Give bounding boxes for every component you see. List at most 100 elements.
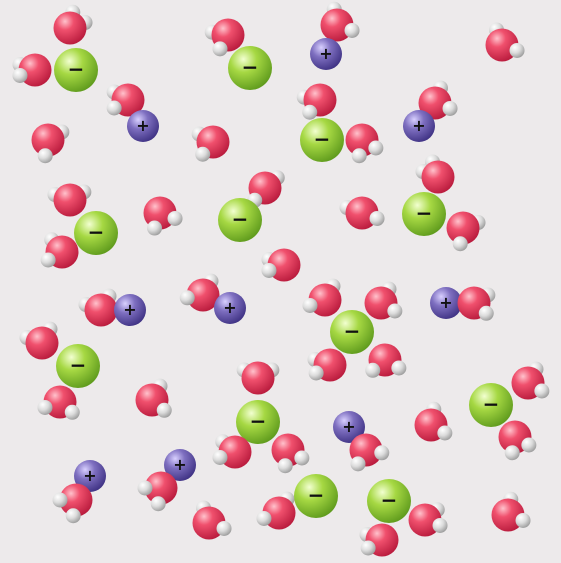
water-molecule [359,523,399,557]
anion-sphere: − [56,344,100,388]
cation-sphere: + [114,294,146,326]
anion-ball [74,211,118,255]
water-molecule [143,196,183,236]
plus-sign: + [123,300,136,319]
water-molecule [192,500,232,540]
hydrogen-atom [137,480,153,496]
water-molecule [247,170,285,208]
oxygen-atom [59,483,93,517]
water-molecule [485,22,525,62]
plus-sign: + [173,455,186,474]
anion-sphere: − [300,118,344,162]
water-molecule [191,125,230,162]
hydrogen-atom [277,458,293,474]
minus-sign: − [344,319,361,343]
cation-sphere: + [164,449,196,481]
plus-sign: + [342,417,355,436]
hydrogen-atom [256,510,272,526]
hydrogen-atom [504,445,520,461]
hydrogen-atom [308,365,324,381]
hydrogen-atom [534,383,550,399]
cation-sphere: + [310,38,342,70]
water-molecule [491,491,531,532]
hydrogen-atom [40,252,56,268]
plus-sign: + [83,466,96,485]
hydrogen-atom [391,360,407,376]
hydrogen-atom [150,496,166,512]
water-molecule [349,433,390,472]
hydrogen-atom [37,399,53,415]
water-molecule [320,1,360,42]
water-molecule [418,80,458,120]
cation-sphere: + [403,110,435,142]
anion-ball [228,46,272,90]
water-molecule [365,343,407,378]
oxygen-atom [241,361,275,395]
anion-ball [367,479,411,523]
water-molecule [212,434,252,469]
hydrogen-atom [261,262,277,278]
hydrogen-atom [167,210,183,226]
cation-sphere: + [127,110,159,142]
anion-ball [56,344,100,388]
water-molecule [19,321,59,360]
cation-sphere: + [74,460,106,492]
anion-sphere: − [74,211,118,255]
hydrogen-atom [521,437,537,453]
plus-sign: + [319,44,332,63]
water-molecule [271,433,310,474]
cation-sphere: + [214,292,246,324]
water-molecule [40,232,79,269]
minus-sign: − [483,392,500,416]
hydrogen-atom [478,305,494,321]
anion-ball [330,310,374,354]
water-molecule [135,378,172,418]
plus-sign: + [136,116,149,135]
hydrogen-atom [147,220,163,236]
hydrogen-atom [437,425,453,441]
molecule-layer: −−++−+−−−++−+−−+−++−− [12,1,550,557]
water-molecule [137,471,178,512]
oxygen-atom [421,160,455,194]
hydrogen-atom [432,517,448,533]
anion-sphere: − [294,474,338,518]
plus-sign: + [223,298,236,317]
water-molecule [307,348,347,382]
hydrogen-atom [302,104,318,120]
water-molecule [339,196,385,230]
minus-sign: − [416,201,433,225]
water-molecule [302,278,342,317]
hydrogen-atom [368,140,384,156]
anion-ball [300,118,344,162]
cation-ball [74,460,106,492]
water-molecule [408,502,448,537]
hydrogen-atom [52,492,68,508]
water-molecule [106,83,145,117]
hydrogen-atom [515,512,531,528]
minus-sign: − [242,55,259,79]
hydrogen-atom [156,402,172,418]
oxygen-atom [144,471,178,505]
anion-ball [236,400,280,444]
hydrogen-atom [179,290,195,306]
minus-sign: − [381,488,398,512]
hydrogen-atom [344,22,360,38]
water-molecule [498,420,537,461]
hydrogen-atom [212,41,228,57]
water-molecule [261,248,301,282]
oxygen-atom [25,326,59,360]
hydrogen-atom [369,210,385,226]
oxygen-atom [53,11,87,45]
hydrogen-atom [37,148,53,164]
water-molecule [511,361,550,400]
cation-ball [333,411,365,443]
minus-sign: − [232,207,249,231]
minus-sign: − [88,220,105,244]
hydrogen-atom [195,146,211,162]
hydrogen-atom [442,100,458,116]
anion-sphere: − [330,310,374,354]
anion-ball [218,198,262,242]
plus-sign: + [412,116,425,135]
anion-sphere: − [218,198,262,242]
